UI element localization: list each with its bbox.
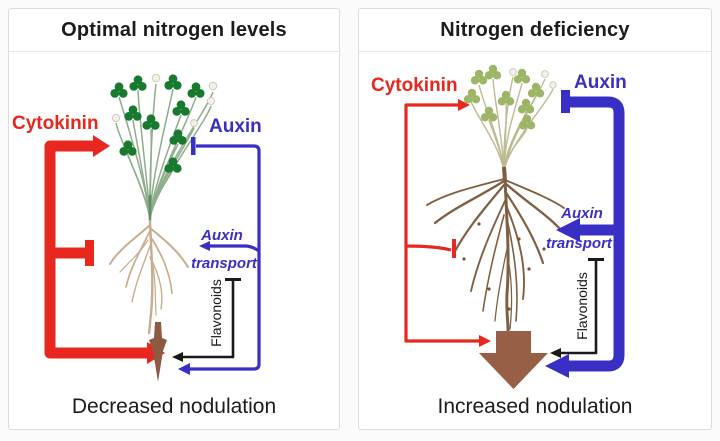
cytokinin-label: Cytokinin — [371, 75, 458, 96]
auxin-label: Auxin — [574, 72, 627, 93]
panel-optimal-nitrogen: Optimal nitrogen levels — [8, 8, 340, 430]
healthy-roots — [109, 219, 189, 335]
panel-title: Nitrogen deficiency — [359, 9, 711, 52]
flavonoids-pathway — [172, 278, 241, 362]
cytokinin-root-inhibition-bar — [452, 239, 456, 258]
small-nodulation-arrow — [149, 322, 167, 382]
cytokinin-root-inhibition-bar — [85, 240, 94, 266]
auxin-transport-label-line2: transport — [191, 255, 257, 272]
flavonoids-pathway — [550, 258, 604, 358]
auxin-transport-label-line2: transport — [546, 235, 612, 252]
large-nodulation-arrow — [479, 331, 548, 389]
auxin-transport-label-line1: Auxin — [201, 227, 243, 244]
diagram-deficiency-art — [404, 64, 625, 389]
auxin-transport-arrowhead — [556, 218, 580, 242]
auxin-transport-label-line1: Auxin — [561, 205, 603, 222]
cytokinin-shoot-arrowhead — [458, 99, 470, 111]
flower-buds — [509, 68, 557, 89]
flower-buds — [111, 73, 218, 127]
outcome-label: Decreased nodulation — [71, 395, 277, 418]
outcome-label: Increased nodulation — [437, 395, 633, 418]
cytokinin-label: Cytokinin — [12, 113, 99, 134]
auxin-nodulation-arrowhead — [545, 354, 569, 378]
diagram-optimal-art — [44, 73, 261, 382]
cytokinin-nodulation-arrowhead — [479, 335, 491, 347]
flavonoids-inhibition-bar — [225, 278, 241, 281]
panel-title: Optimal nitrogen levels — [9, 9, 339, 52]
deficient-plant-illustration — [426, 64, 565, 341]
cytokinin-pathway-strong — [44, 135, 165, 364]
panel-nitrogen-deficiency: Nitrogen deficiency — [358, 8, 712, 430]
auxin-shoot-inhibition-bar — [561, 90, 570, 113]
flavonoids-arrowhead — [550, 348, 561, 358]
auxin-label: Auxin — [209, 116, 262, 137]
auxin-shoot-inhibition-bar — [191, 137, 196, 155]
auxin-pathway-strong — [545, 90, 625, 378]
healthy-plant-illustration — [109, 73, 218, 335]
auxin-nodulation-arrowhead — [178, 363, 190, 375]
auxin-transport-arrowhead — [199, 241, 210, 251]
flavonoids-arrowhead — [172, 352, 183, 362]
large-roots — [426, 175, 565, 341]
cytokinin-shoot-arrowhead — [93, 135, 110, 157]
cytokinin-pathway-weak — [404, 99, 491, 347]
flavonoids-inhibition-bar — [588, 258, 604, 261]
flavonoids-label: Flavonoids — [574, 272, 590, 340]
flavonoids-label: Flavonoids — [208, 279, 224, 347]
auxin-pathway-weak — [178, 137, 261, 375]
